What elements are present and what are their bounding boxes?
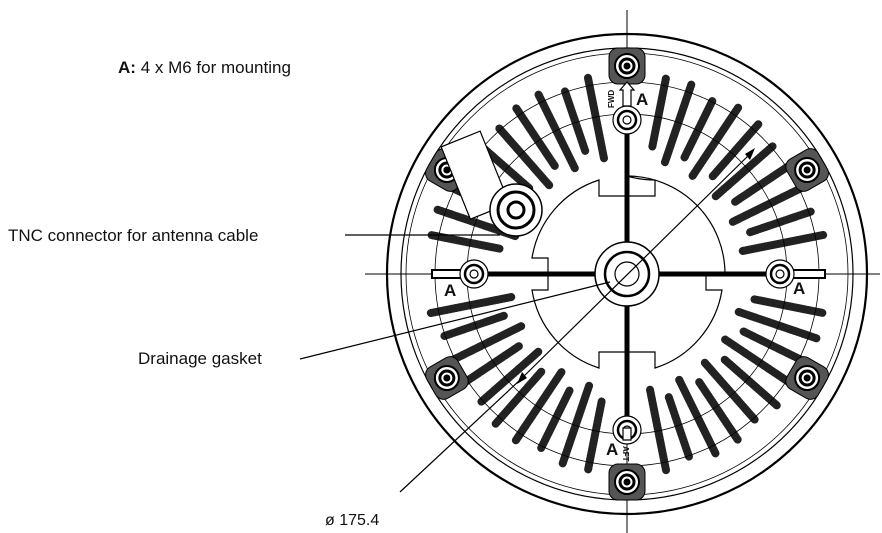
legend-key: A: <box>118 58 136 77</box>
cooling-fin <box>711 142 777 201</box>
cooling-fin <box>675 375 720 458</box>
mounting-hole <box>469 269 479 279</box>
cooling-fin <box>511 368 566 445</box>
diameter-label: ø 175.4 <box>325 512 380 529</box>
cooling-fin <box>731 158 798 206</box>
cooling-fin <box>695 378 743 445</box>
cooling-fin <box>560 86 590 155</box>
cooling-fin <box>660 80 696 167</box>
cooling-fin <box>537 386 574 452</box>
tnc-pin <box>506 200 526 220</box>
mount-marker-left: A <box>444 281 457 300</box>
cooling-fin <box>700 358 759 424</box>
cooling-fin <box>750 295 828 318</box>
mount-marker-right: A <box>793 279 806 298</box>
radial-struts <box>485 120 775 430</box>
leader-lines <box>299 151 753 493</box>
fastener-bolt <box>803 374 811 382</box>
orientation-arrows <box>618 81 636 441</box>
cooling-fin <box>426 230 504 253</box>
mount-marker-top: A <box>636 90 649 109</box>
cooling-fin <box>477 347 543 406</box>
legend-text: 4 x M6 for mounting <box>140 58 291 77</box>
drainage-leader <box>299 281 611 360</box>
cooling-fin <box>534 90 579 173</box>
cooling-fin <box>426 293 516 318</box>
diameter-dimension-line <box>519 151 753 381</box>
fastener-bolt <box>443 374 451 382</box>
cooling-fin <box>558 381 594 468</box>
cooling-fin <box>680 96 717 162</box>
fastener-bolt <box>623 62 631 70</box>
cooling-fin <box>491 367 546 429</box>
cooling-fin <box>443 322 526 367</box>
perimeter-fasteners <box>425 47 829 501</box>
cooling-fin <box>646 385 671 475</box>
mount-marker-bottom: A <box>606 440 619 459</box>
cooling-fin <box>728 181 811 226</box>
diameter-arrow-start <box>517 372 527 384</box>
aft-tab <box>622 427 632 441</box>
outer-rim <box>385 32 869 516</box>
cooling-fin <box>583 397 606 475</box>
cooling-fin <box>738 230 828 255</box>
mounting-hole <box>622 115 632 125</box>
cooling-fin <box>648 73 671 151</box>
cooling-fin <box>708 119 763 181</box>
tnc-connector-label: TNC connector for antenna cable <box>8 226 259 245</box>
fastener-bolt <box>803 166 811 174</box>
mounting-hole <box>775 269 785 279</box>
cooling-fin <box>583 73 608 163</box>
dimension-arrows <box>517 148 755 384</box>
cooling-fin <box>439 311 508 341</box>
diameter-arrow-end <box>745 148 755 160</box>
cooling-fin <box>664 393 694 462</box>
cooling-fin <box>739 327 805 364</box>
cooling-fin <box>511 103 559 170</box>
cooling-fin <box>720 355 782 410</box>
mounting-legend: A: 4 x M6 for mounting <box>118 58 291 78</box>
cooling-fin <box>688 103 743 180</box>
cooling-fin <box>734 307 821 343</box>
fastener-bolt <box>443 166 451 174</box>
cooling-fin <box>721 335 798 390</box>
cooling-fin <box>495 124 554 190</box>
fwd-arrow <box>618 81 636 107</box>
tnc-connector <box>489 183 543 237</box>
cooling-fin <box>746 207 815 237</box>
drainage-gasket-label: Drainage gasket <box>138 349 262 368</box>
cooling-fin <box>456 342 523 390</box>
diameter-leader <box>399 379 521 493</box>
fastener-bolt <box>623 478 631 486</box>
